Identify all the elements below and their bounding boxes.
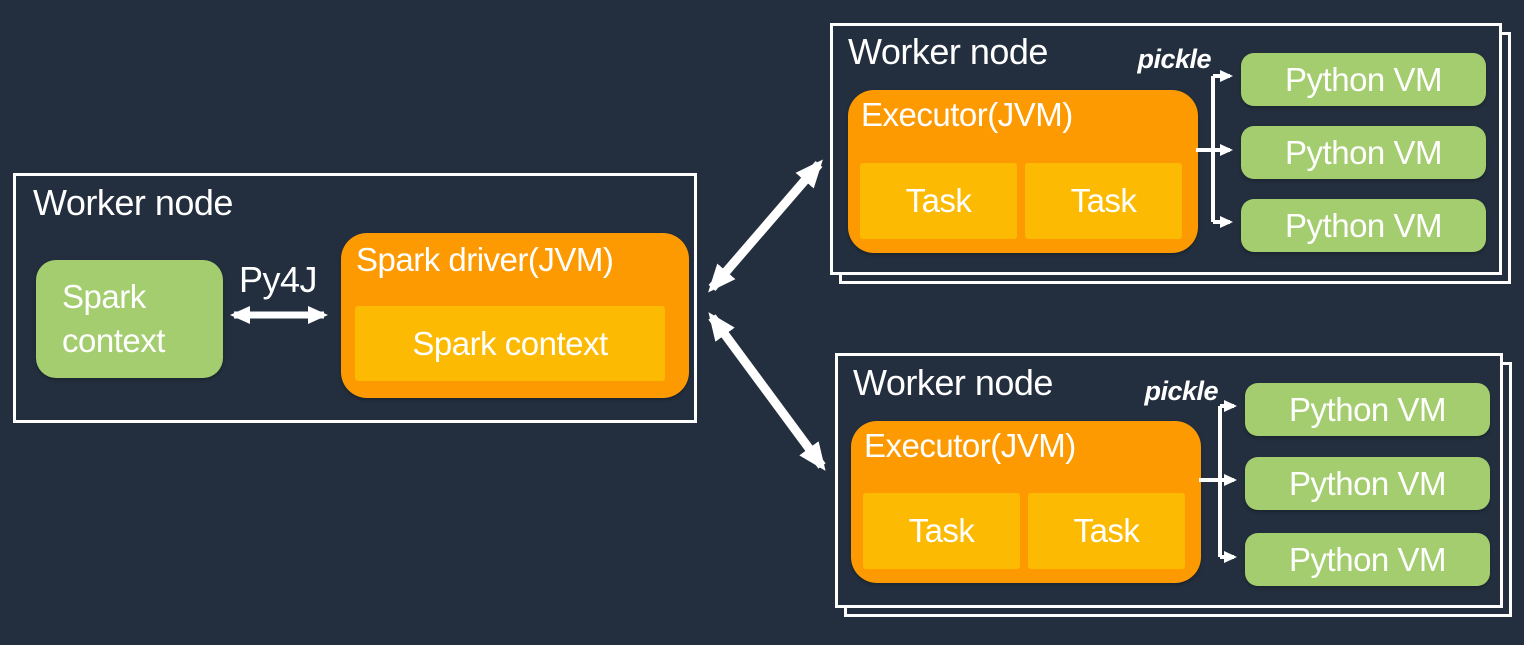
bottom-python-vm-box-3: Python VM <box>1245 533 1490 586</box>
bottom-python-vm-box-2: Python VM <box>1245 457 1490 510</box>
driver-worker-node-title: Worker node <box>33 182 233 223</box>
top-python-vm-box-3: Python VM <box>1241 199 1486 252</box>
bottom-executor-title: Executor(JVM) <box>864 427 1076 464</box>
top-task-label-2: Task <box>1070 182 1137 219</box>
spark-driver-box: Spark driver(JVM) Spark context <box>341 233 689 398</box>
bottom-python-vm-box-1: Python VM <box>1245 383 1490 436</box>
bottom-pickle-label: pickle <box>1144 376 1218 406</box>
top-executor-box: Executor(JVM) Task Task <box>848 90 1198 253</box>
py4j-label: Py4J <box>238 259 318 300</box>
bottom-task-label-1: Task <box>908 512 975 549</box>
jvm-spark-context-label: Spark context <box>412 324 608 362</box>
top-pickle-label: pickle <box>1137 44 1211 74</box>
jvm-spark-context-box: Spark context <box>355 306 665 381</box>
top-worker-node-box: Worker node pickle Executor(JVM) Task Ta… <box>830 23 1502 275</box>
top-python-vm-label-3: Python VM <box>1285 206 1442 244</box>
top-python-vm-box-1: Python VM <box>1241 53 1486 106</box>
bottom-python-vm-label-1: Python VM <box>1289 390 1446 428</box>
top-python-vm-label-2: Python VM <box>1285 133 1442 171</box>
bottom-worker-node-box: Worker node pickle Executor(JVM) Task Ta… <box>835 353 1503 608</box>
top-task-box-2: Task <box>1025 163 1182 239</box>
bottom-python-vm-label-2: Python VM <box>1289 464 1446 502</box>
bottom-task-label-2: Task <box>1073 512 1140 549</box>
driver-worker-node-box: Worker node Spark context Py4J Spark dri… <box>13 173 697 423</box>
bottom-python-vm-label-3: Python VM <box>1289 540 1446 578</box>
python-spark-context-box: Spark context <box>36 260 223 378</box>
top-python-vm-box-2: Python VM <box>1241 126 1486 179</box>
spark-driver-title: Spark driver(JVM) <box>356 241 614 278</box>
driver-to-bottom-worker-double-arrow-icon <box>708 312 826 471</box>
python-spark-context-label: Spark context <box>62 277 165 359</box>
top-worker-node-title: Worker node <box>848 31 1048 72</box>
bottom-task-box-1: Task <box>863 493 1020 569</box>
top-executor-title: Executor(JVM) <box>861 96 1073 133</box>
bottom-executor-box: Executor(JVM) Task Task <box>851 421 1201 583</box>
driver-to-top-worker-double-arrow-icon <box>708 159 823 293</box>
top-python-vm-label-1: Python VM <box>1285 60 1442 98</box>
top-task-label-1: Task <box>905 182 972 219</box>
bottom-worker-node-title: Worker node <box>853 362 1053 403</box>
top-task-box-1: Task <box>860 163 1017 239</box>
bottom-task-box-2: Task <box>1028 493 1185 569</box>
